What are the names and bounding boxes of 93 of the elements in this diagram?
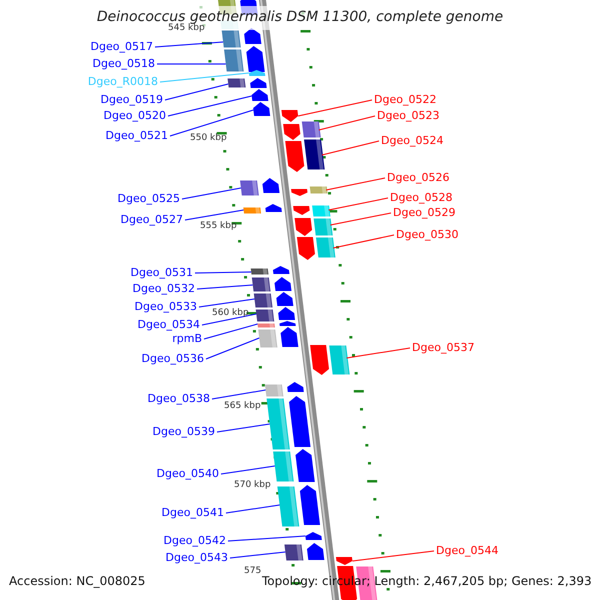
gene-label: Dgeo_0525 xyxy=(118,192,180,205)
leader-line xyxy=(206,338,260,360)
reverse-gene-feature xyxy=(310,345,350,375)
scale-label: 555 kbp xyxy=(200,221,237,231)
forward-gene-feature xyxy=(273,449,315,482)
leader-line xyxy=(226,504,280,514)
forward-gene-feature xyxy=(264,382,304,396)
leader-line xyxy=(228,536,306,542)
reverse-gene-feature xyxy=(283,122,321,140)
gene-label: Dgeo_0538 xyxy=(148,392,210,405)
forward-gene-feature xyxy=(228,78,267,88)
reverse-gene-feature xyxy=(294,218,333,236)
leader-line xyxy=(216,424,270,432)
gene-label: Dgeo_0542 xyxy=(164,534,226,547)
leader-line xyxy=(321,140,380,156)
forward-gene-feature xyxy=(224,46,265,72)
gene-label: Dgeo_0530 xyxy=(396,228,458,241)
gene-label: Dgeo_0518 xyxy=(92,57,155,70)
leader-line xyxy=(198,298,255,308)
gene-label: Dgeo_0519 xyxy=(100,93,163,106)
leader-line xyxy=(346,348,410,358)
forward-gene-feature xyxy=(243,204,282,214)
leader-line xyxy=(298,100,372,116)
leader-line xyxy=(332,234,394,248)
forward-gene-feature xyxy=(258,327,298,348)
forward-gene-feature xyxy=(254,292,294,308)
gene-label: Dgeo_0522 xyxy=(374,93,436,106)
leader-line xyxy=(330,212,392,226)
scale-label: 565 kbp xyxy=(224,401,261,411)
gene-label: Dgeo_0517 xyxy=(90,40,153,53)
accession-text: Accession: NC_008025 xyxy=(9,574,146,589)
gene-label: Dgeo_0533 xyxy=(134,300,197,313)
forward-gene-feature xyxy=(248,70,266,76)
forward-gene-feature xyxy=(250,266,290,274)
reverse-gene-feature xyxy=(293,206,330,216)
leader-line xyxy=(204,324,258,340)
gene-label: Dgeo_0524 xyxy=(381,134,444,147)
leader-line xyxy=(196,284,254,290)
leader-line xyxy=(212,390,266,400)
scale-label: 545 kbp xyxy=(168,23,205,33)
scale-label: 570 kbp xyxy=(234,480,271,490)
reverse-gene-feature xyxy=(291,186,328,196)
gene-label: Dgeo_0531 xyxy=(130,266,193,279)
gene-label: Dgeo_0520 xyxy=(104,109,166,122)
reverse-gene-feature xyxy=(296,237,336,260)
leader-line xyxy=(202,314,257,326)
forward-gene-feature xyxy=(266,396,311,450)
gene-label: Dgeo_0527 xyxy=(120,213,183,226)
gene-label: Dgeo_0528 xyxy=(390,191,452,204)
forward-gene-feature xyxy=(257,321,296,328)
gene-label: Dgeo_0521 xyxy=(106,129,168,142)
gene-label: Dgeo_0543 xyxy=(166,551,228,564)
gene-label: Dgeo_0536 xyxy=(142,352,204,365)
gene-label: rpmB xyxy=(172,332,202,345)
gene-label: Dgeo_0540 xyxy=(156,467,219,480)
leader-line xyxy=(328,198,388,210)
leader-line xyxy=(220,466,276,474)
scale-label: 560 kbp xyxy=(212,308,249,318)
gene-label: Dgeo_0534 xyxy=(138,318,200,331)
forward-gene-feature xyxy=(256,307,296,322)
gene-label: Dgeo_0544 xyxy=(436,544,498,557)
gene-label: Dgeo_0523 xyxy=(377,109,440,122)
leader-line xyxy=(168,96,252,116)
leader-line xyxy=(352,550,434,562)
scale-label: 575 xyxy=(244,566,262,576)
forward-gene-feature xyxy=(252,277,292,292)
gene-label: Dgeo_0541 xyxy=(162,506,224,519)
leader-line xyxy=(164,84,229,100)
gene-label: Dgeo_0539 xyxy=(152,425,215,438)
gene-label: Dgeo_0532 xyxy=(132,282,195,295)
leader-line xyxy=(154,42,224,48)
forward-gene-feature xyxy=(277,485,320,526)
leader-line xyxy=(182,188,242,200)
leader-line xyxy=(170,110,254,136)
forward-gene-feature xyxy=(240,178,280,196)
forward-gene-feature xyxy=(284,543,324,560)
reverse-gene-feature xyxy=(281,110,298,122)
scale-label: 550 kbp xyxy=(190,133,227,143)
gene-label: Dgeo_0529 xyxy=(393,206,456,219)
leader-line xyxy=(318,116,376,130)
genome-summary-text: Topology: circular; Length: 2,467,205 bp; Genes: 2,393 xyxy=(262,574,592,589)
forward-gene-feature xyxy=(305,532,322,540)
leader-line xyxy=(194,272,252,274)
leader-line xyxy=(230,552,286,558)
leader-line xyxy=(160,72,250,82)
forward-gene-feature xyxy=(253,102,270,116)
forward-gene-feature xyxy=(252,89,268,101)
gene-label: Dgeo_R0018 xyxy=(88,75,158,88)
leader-line xyxy=(184,210,244,220)
reverse-gene-feature xyxy=(285,140,325,172)
gene-label: Dgeo_0526 xyxy=(387,171,450,184)
gene-label: Dgeo_0537 xyxy=(412,341,474,354)
leader-line xyxy=(326,178,386,190)
